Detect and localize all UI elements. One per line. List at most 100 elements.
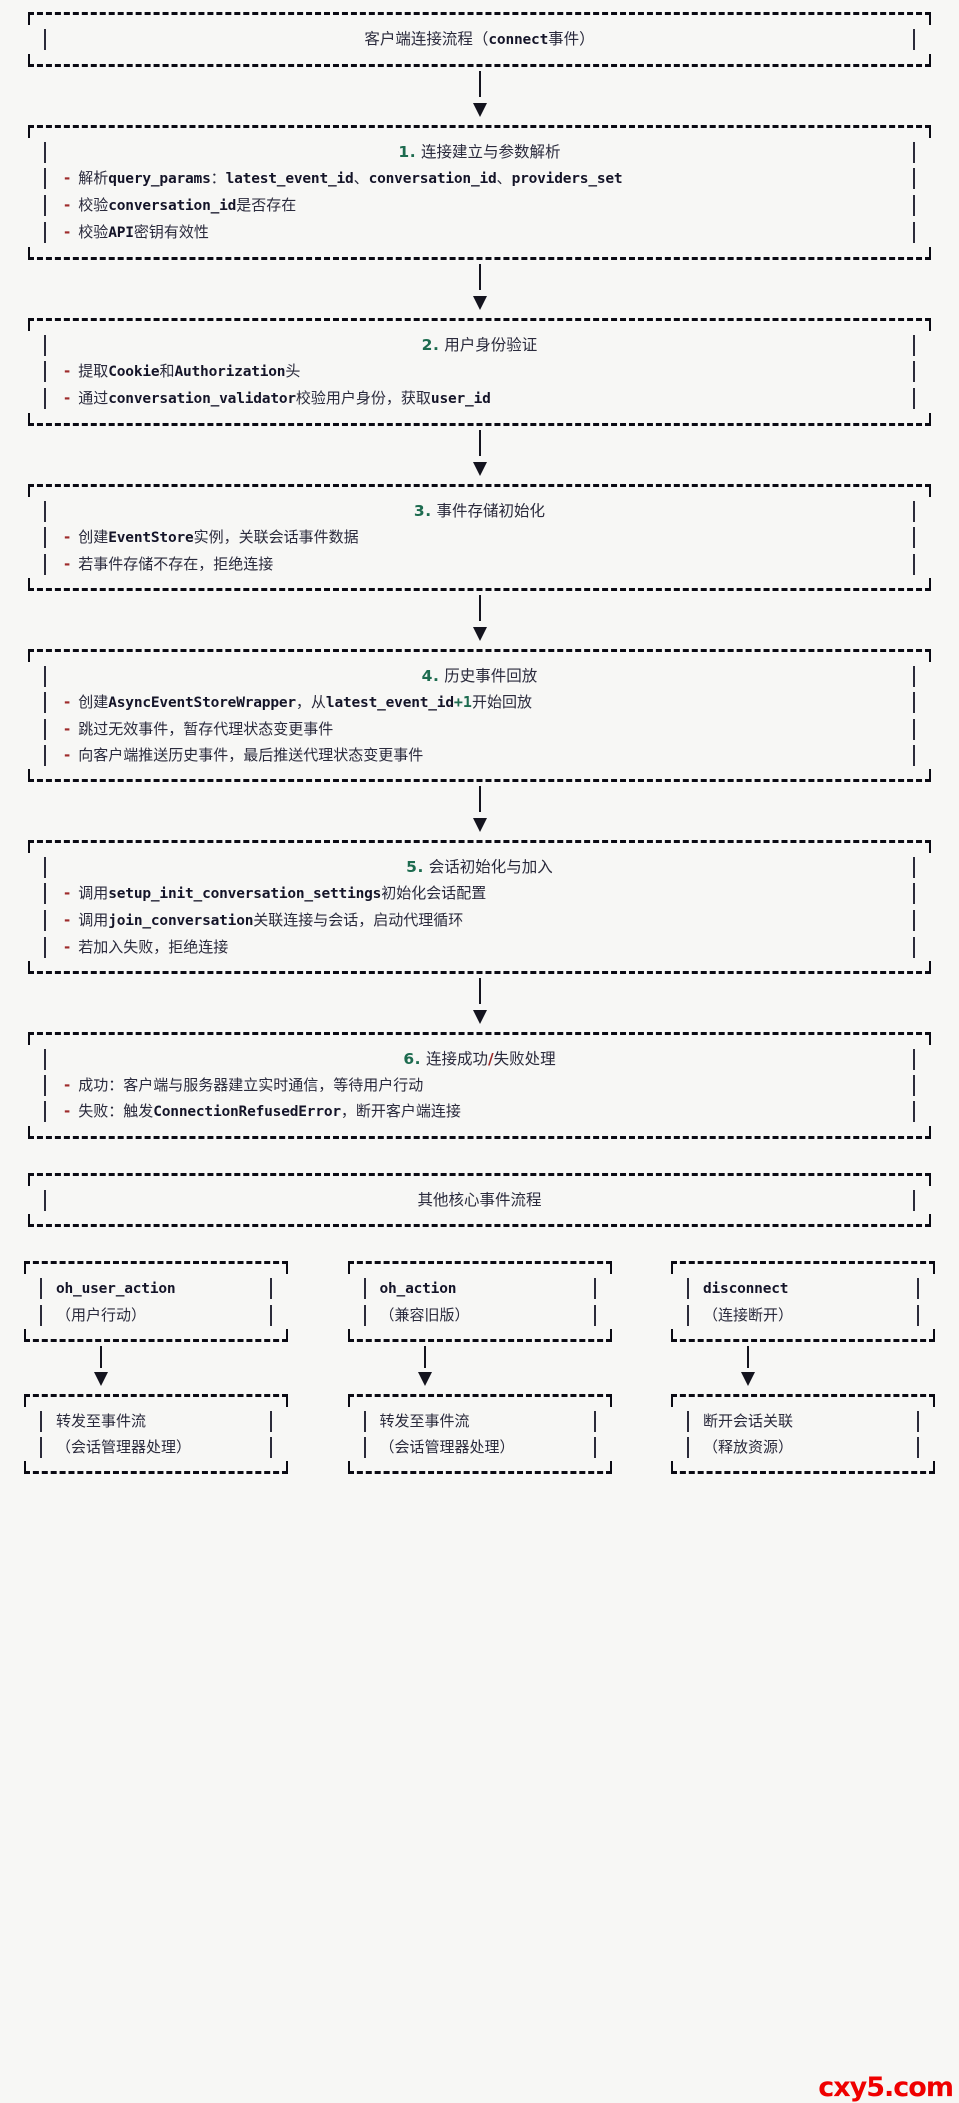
- pipe-right: [270, 1411, 272, 1432]
- pipe-left: [44, 883, 46, 904]
- connector-line: [100, 1346, 103, 1368]
- step-bullet-row: -提取Cookie和Authorization头: [30, 358, 929, 385]
- corner-mark: [929, 318, 931, 331]
- corner-mark: [671, 1261, 673, 1274]
- event-desc-row: （连接断开）: [675, 1302, 931, 1328]
- target-title: 转发至事件流: [56, 1412, 147, 1430]
- text-fragment-cn: 密钥有效性: [133, 223, 209, 241]
- target-desc: （会话管理器处理）: [379, 1438, 515, 1456]
- bullet-dash-icon: -: [64, 938, 71, 956]
- corner-mark: [609, 1261, 612, 1274]
- event-column-2: oh_action（兼容旧版）: [336, 1261, 624, 1342]
- corner-mark: [24, 1394, 26, 1407]
- box-bottom-rule: [28, 779, 931, 782]
- pipe-left: [44, 388, 46, 409]
- text-fragment-slash: /: [487, 1050, 494, 1068]
- pipe-right: [913, 29, 915, 50]
- text-fragment-code: ConnectionRefusedError: [153, 1104, 341, 1120]
- pipe-right: [913, 910, 915, 931]
- connector-line: [747, 1346, 750, 1368]
- target-desc: （会话管理器处理）: [56, 1438, 192, 1456]
- corner-mark: [28, 649, 30, 662]
- corner-mark: [933, 1394, 935, 1407]
- text-fragment-cn: 连接成功: [425, 1050, 488, 1068]
- corner-mark: [28, 840, 30, 853]
- box-bottom-rule: [28, 588, 931, 591]
- pipe-right: [270, 1305, 272, 1326]
- text-fragment-cn: 提取: [78, 362, 109, 380]
- text-fragment-code: query_params: [108, 171, 211, 187]
- flow-connector: [0, 67, 959, 125]
- step-number: 5.: [406, 858, 424, 876]
- corner-mark: [28, 413, 30, 426]
- arrow-head-icon: [741, 1372, 756, 1386]
- corner-bottom-left: [28, 54, 30, 67]
- text-fragment-code: setup_init_conversation_settings: [108, 886, 382, 902]
- bullet-dash-icon: -: [64, 169, 71, 187]
- connector-line: [478, 978, 481, 1004]
- event-connector-column-2: [336, 1342, 624, 1394]
- corner-mark: [933, 1461, 935, 1474]
- corner-mark: [929, 484, 931, 497]
- bullet-dash-icon: -: [64, 1102, 71, 1120]
- pipe-right: [913, 692, 915, 713]
- step-title-row: 4. 历史事件回放: [30, 663, 929, 689]
- step-title: 连接建立与参数解析: [421, 143, 561, 161]
- connector-line: [478, 430, 481, 456]
- secondary-heading-label: 其他核心事件流程: [417, 1191, 542, 1209]
- pipe-right: [913, 388, 915, 409]
- step-bullet-row: -若加入失败，拒绝连接: [30, 934, 929, 960]
- text-fragment-cn: 实例，关联会话事件数据: [193, 528, 359, 546]
- corner-mark: [28, 1032, 30, 1045]
- corner-mark: [28, 1126, 30, 1139]
- text-fragment-cn: 创建: [78, 693, 109, 711]
- header-title-cn: 客户端连接流程（: [364, 30, 489, 48]
- bullet-dash-icon: -: [64, 911, 71, 929]
- pipe-right: [913, 1101, 915, 1122]
- text-fragment-cn: 、: [496, 169, 512, 187]
- flow-connector: [0, 974, 959, 1032]
- step-bullet-row: -调用setup_init_conversation_settings初始化会话…: [30, 880, 929, 907]
- event-connector-column-3: [659, 1342, 947, 1394]
- corner-mark: [671, 1461, 673, 1474]
- box-top-rule: [28, 12, 931, 15]
- target-desc: （释放资源）: [703, 1438, 794, 1456]
- box-top-rule: [24, 1394, 288, 1397]
- text-fragment-code: join_conversation: [108, 913, 254, 929]
- pipe-left: [363, 1411, 366, 1432]
- steps-container: 1. 连接建立与参数解析-解析query_params：latest_event…: [0, 67, 959, 1139]
- target-title-row: 转发至事件流: [352, 1408, 608, 1434]
- secondary-heading-row: 其他核心事件流程: [30, 1187, 929, 1213]
- header-title-cn-tail: 事件）: [548, 30, 595, 48]
- text-fragment-code: Authorization: [174, 364, 286, 380]
- text-fragment-code: conversation_validator: [108, 391, 296, 407]
- target-title: 断开会话关联: [703, 1412, 794, 1430]
- corner-mark: [929, 769, 931, 782]
- text-fragment-cn: 通过: [78, 389, 109, 407]
- text-fragment-cn: 跳过无效事件，暂存代理状态变更事件: [78, 720, 334, 738]
- corner-mark: [28, 125, 30, 138]
- bullet-dash-icon: -: [64, 720, 71, 738]
- text-fragment-cn: 开始回放: [471, 693, 532, 711]
- arrow-head-icon: [94, 1372, 109, 1386]
- pipe-right: [913, 195, 915, 216]
- corner-mark: [929, 840, 931, 853]
- pipe-right: [593, 1411, 596, 1432]
- step-bullet-row: -向客户端推送历史事件，最后推送代理状态变更事件: [30, 742, 929, 768]
- arrow-head-icon: [472, 296, 487, 310]
- box-bottom-rule: [28, 971, 931, 974]
- pipe-left: [44, 857, 46, 878]
- corner-mark: [929, 1032, 931, 1045]
- pipe-right: [913, 361, 915, 382]
- pipe-right: [913, 168, 915, 189]
- event-name: oh_action: [379, 1281, 457, 1297]
- pipe-right: [913, 501, 915, 522]
- box-bottom-rule: [28, 1136, 931, 1139]
- pipe-left: [44, 361, 46, 382]
- corner-mark: [28, 769, 30, 782]
- text-fragment-cn: 若加入失败，拒绝连接: [78, 938, 229, 956]
- event-target-box-1: 转发至事件流 （会话管理器处理）: [12, 1394, 300, 1474]
- pipe-left: [40, 1411, 42, 1432]
- arrow-head-icon: [472, 462, 487, 476]
- text-fragment-cn: ：: [210, 169, 226, 187]
